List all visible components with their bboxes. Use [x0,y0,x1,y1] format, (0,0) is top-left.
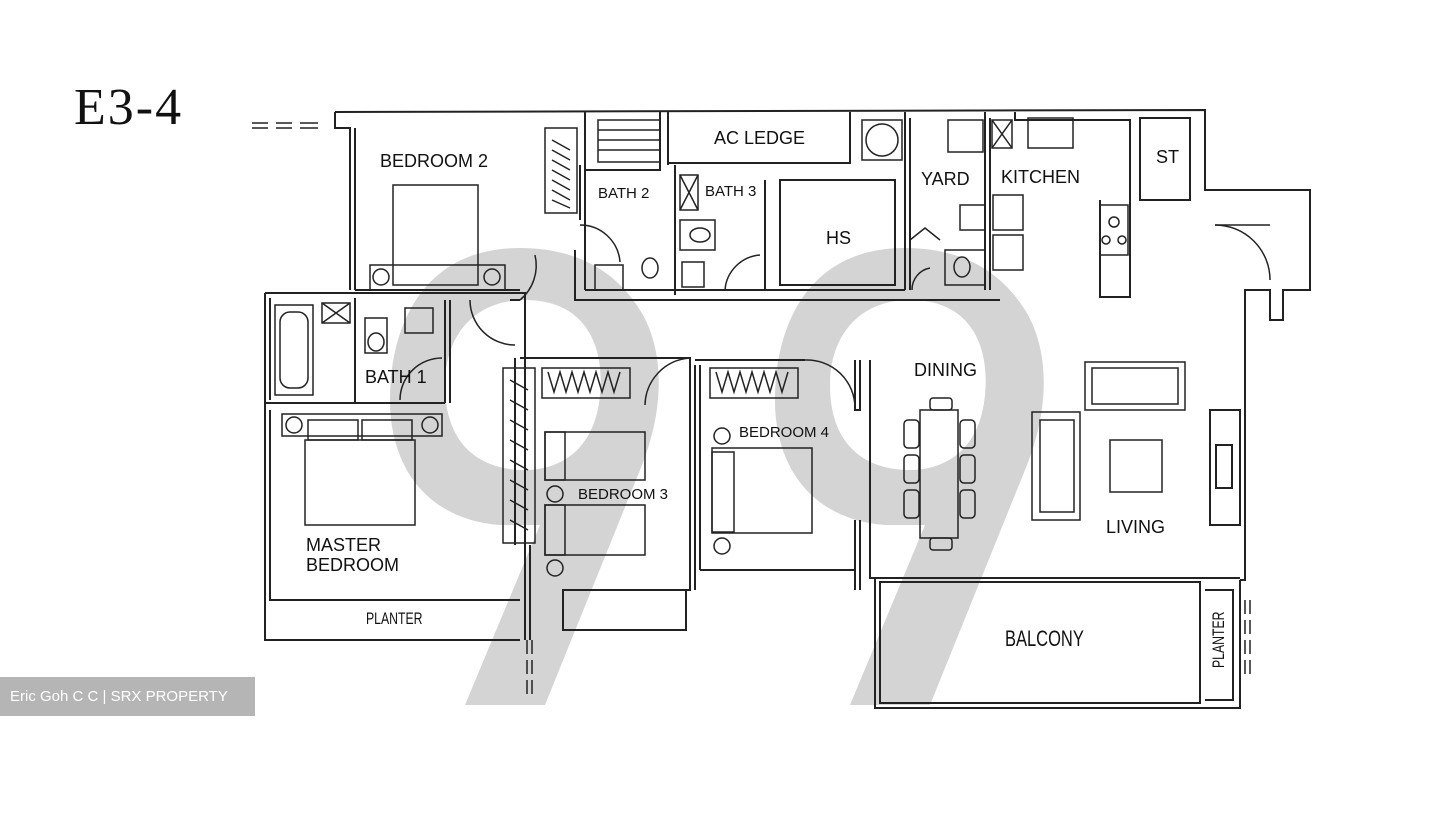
room-label-bath-2: BATH 2 [598,185,650,202]
room-label-bath-3: BATH 3 [705,183,757,200]
room-label-balcony: BALCONY [1005,626,1084,651]
room-label-master-line1: MASTER [306,535,382,555]
doors [399,224,1271,409]
room-label-kitchen: KITCHEN [1001,167,1081,187]
room-label-master-line2: BEDROOM [306,555,400,575]
furniture [274,117,1251,700]
room-label-ac-ledge: AC LEDGE [714,128,806,148]
room-label-bedroom-4: BEDROOM 4 [739,424,830,441]
room-label-living: LIVING [1106,517,1166,537]
room-label-hs: HS [826,228,852,248]
room-label-bath-1: BATH 1 [365,367,427,387]
credit-watermark: Eric Goh C C | SRX PROPERTY [0,677,255,716]
room-label-planter-left: PLANTER [366,609,423,628]
room-label-bedroom-2: BEDROOM 2 [380,151,489,171]
watermark-logo [390,248,1044,705]
unit-type-title: E3-4 [74,79,184,136]
room-label-yard: YARD [921,169,970,189]
room-label-planter-right: PLANTER [1209,611,1228,668]
walls [252,108,1311,709]
room-label-st: ST [1156,147,1180,167]
room-label-dining: DINING [914,360,977,380]
room-label-bedroom-3: BEDROOM 3 [578,486,669,503]
